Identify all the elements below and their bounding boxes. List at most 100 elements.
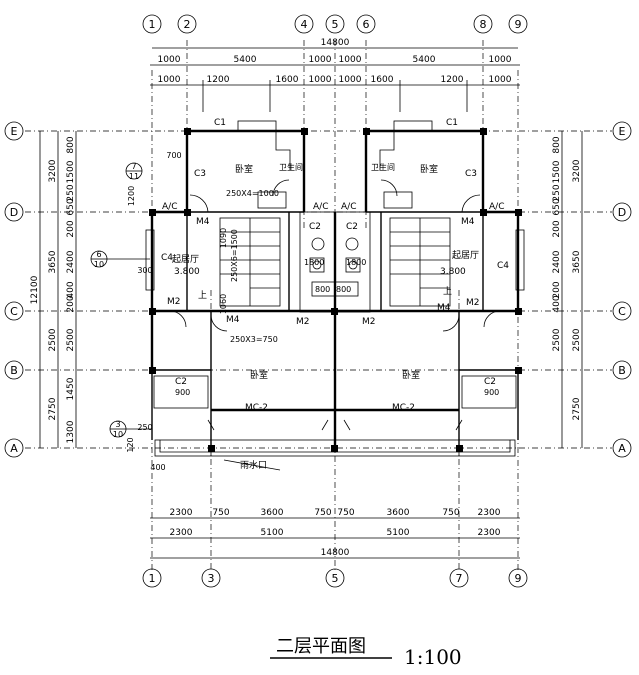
door-tag: M2	[466, 298, 480, 308]
dim: 5400	[413, 55, 436, 65]
doors	[169, 179, 501, 332]
bottom-dimensions: 2300 750 3600 750 750 3600 750 2300 2300…	[150, 508, 520, 559]
dim: 800	[552, 136, 562, 153]
dim: 250	[66, 184, 76, 201]
dim: 3200	[572, 159, 582, 182]
right-dimensions: 800 1500 250 650 200 2400 200 400 2500 3…	[552, 131, 583, 448]
axis-label: C	[618, 305, 626, 318]
detail-refs: 7 11 6 10 3 10	[90, 162, 152, 439]
detail-ref-sheet: 10	[94, 260, 104, 269]
dim: 1200	[207, 75, 230, 85]
dim: 2500	[66, 328, 76, 351]
door-tag: M4	[226, 315, 240, 325]
dim: 200	[66, 220, 76, 237]
room-label-bedroom: 卧室	[250, 369, 268, 381]
top-dimensions: 14800 1000 5400 1000 1000 5400 1000 1000…	[150, 38, 520, 112]
dim-total: 14800	[321, 38, 350, 48]
window-tag: C3	[194, 169, 206, 179]
dim: 1500	[552, 160, 562, 183]
detail-ref-num: 3	[115, 420, 120, 429]
dim: 1300	[66, 420, 76, 443]
axis-label: C	[10, 305, 18, 318]
dim: 3600	[261, 508, 284, 518]
window-tag: C4	[497, 261, 509, 271]
dim: 650	[66, 198, 76, 215]
axis-label: A	[10, 442, 18, 455]
opening-tags: C1 C1 C3 C3 C4 C4 C2 C2 C2 C2 900 900 M4…	[161, 118, 509, 413]
room-label-living: 起居厅	[172, 254, 199, 265]
axis-label: D	[10, 206, 18, 219]
axis-grid	[25, 40, 612, 570]
fixtures	[207, 131, 463, 431]
dim: 1000	[489, 55, 512, 65]
dim: 5400	[234, 55, 257, 65]
door-tag: MC-2	[245, 403, 268, 413]
room-label-bedroom: 卧室	[402, 369, 420, 381]
door-tag: M2	[362, 317, 376, 327]
door-tag: M4	[461, 217, 475, 227]
window-tag: C1	[446, 118, 458, 128]
level-mark: 3.800	[174, 267, 200, 277]
dim: 1800	[304, 258, 324, 267]
dim: 1000	[339, 75, 362, 85]
dim: 750	[337, 508, 354, 518]
axis-label: 5	[332, 18, 339, 31]
dim: 5100	[261, 528, 284, 538]
dim: 1600	[371, 75, 394, 85]
detail-ref-num: 7	[131, 162, 136, 171]
dim: 1000	[309, 55, 332, 65]
stair-note: 250X3=750	[230, 335, 278, 344]
dim: 250	[552, 184, 562, 201]
dim: 1000	[158, 75, 181, 85]
detail-ref-sheet: 11	[129, 172, 139, 181]
dim: 1600	[276, 75, 299, 85]
dim: 3650	[572, 250, 582, 273]
axis-label: 5	[332, 572, 339, 585]
dim: 2750	[48, 397, 58, 420]
detail-ref-sheet: 10	[113, 430, 123, 439]
top-axis-markers: 1 2 4 5 6 8 9	[142, 14, 528, 34]
dim: 1450	[66, 377, 76, 400]
up-mark: 上	[443, 286, 452, 297]
door-tag: M2	[167, 297, 181, 307]
dim: 2400	[66, 250, 76, 273]
dim: 800	[66, 136, 76, 153]
dim: 2400	[552, 250, 562, 273]
dim: 800	[336, 285, 351, 294]
dim: 2300	[170, 508, 193, 518]
dim: 750	[442, 508, 459, 518]
axis-label: 1	[149, 572, 156, 585]
dim: 1200	[127, 186, 136, 206]
dim: 120	[126, 437, 135, 452]
dim: 3200	[48, 159, 58, 182]
window-tag: C3	[465, 169, 477, 179]
dim: 250	[137, 423, 152, 432]
window-tag: C1	[214, 118, 226, 128]
axis-label: E	[619, 125, 626, 138]
up-mark: 上	[198, 290, 207, 301]
dim: 1200	[441, 75, 464, 85]
axis-label: 7	[456, 572, 463, 585]
dim: 400	[552, 295, 562, 312]
dim: 1800	[346, 258, 366, 267]
dim: 2300	[478, 508, 501, 518]
ac-tag: A/C	[341, 202, 356, 212]
axis-label: 4	[301, 18, 308, 31]
bottom-axis-markers: 1 3 5 7 9	[142, 568, 528, 588]
axis-label: 6	[363, 18, 370, 31]
stairs	[219, 191, 451, 307]
door-tag: M2	[296, 317, 310, 327]
window-tag: C2	[175, 377, 187, 387]
dim: 1000	[339, 55, 362, 65]
room-label-bathroom: 卫生间	[371, 162, 395, 172]
columns	[149, 128, 522, 452]
dim: 3600	[387, 508, 410, 518]
right-axis-markers: E D C B A	[612, 121, 632, 458]
stair-note: 250X4=1000	[226, 189, 279, 198]
axis-label: 9	[515, 18, 522, 31]
ac-tag: A/C	[162, 202, 177, 212]
dim: 1090	[219, 228, 228, 248]
axis-label: 2	[184, 18, 191, 31]
dim: 800	[315, 285, 330, 294]
